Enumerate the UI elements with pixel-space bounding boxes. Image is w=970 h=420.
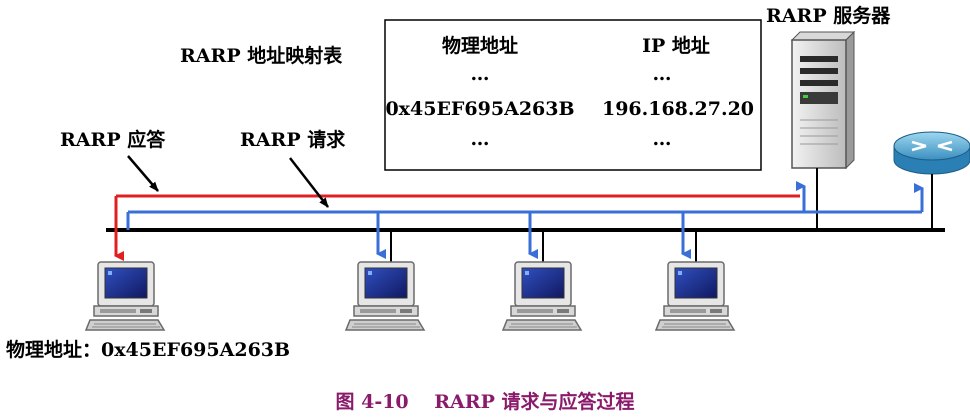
mapping-table-box [384, 19, 762, 171]
request-label: RARP 请求 [240, 128, 346, 151]
host-computer-1-icon [85, 261, 165, 331]
figure-caption: 图 4-10 RARP 请求与应答过程 [335, 390, 634, 413]
host-computer-3-icon [502, 261, 582, 331]
server-icon [790, 30, 856, 170]
row1-ip: … [653, 63, 672, 85]
host-computer-2-icon [345, 261, 425, 331]
host-physical-address-label: 物理地址：0x45EF695A263B [6, 338, 290, 361]
reply-path [114, 194, 800, 261]
header-ip-address: IP 地址 [642, 34, 710, 57]
row2-ip: 196.168.27.20 [602, 98, 754, 120]
host-computer-4-icon [655, 261, 735, 331]
request-path [126, 181, 924, 259]
mapping-table-title: RARP 地址映射表 [180, 44, 343, 67]
header-physical-address: 物理地址 [442, 34, 518, 57]
server-label: RARP 服务器 [766, 4, 891, 27]
router-icon [893, 131, 970, 175]
reply-label: RARP 应答 [60, 128, 166, 151]
reply-pointer [127, 155, 159, 192]
row3-ip: … [653, 128, 672, 150]
row2-physical: 0x45EF695A263B [385, 98, 574, 120]
row1-physical: … [471, 63, 490, 85]
row3-physical: … [471, 128, 490, 150]
request-pointer [289, 157, 329, 208]
